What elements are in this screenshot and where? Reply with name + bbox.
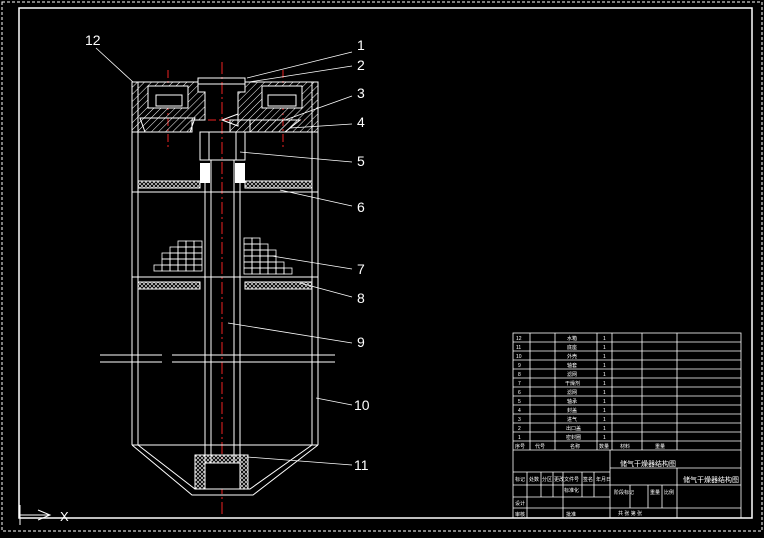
svg-text:轴承: 轴承 — [567, 398, 577, 405]
svg-text:批准: 批准 — [566, 511, 576, 518]
ucs-axis-icon — [19, 505, 52, 525]
svg-text:名称: 名称 — [570, 443, 580, 450]
callout-6: 6 — [357, 199, 365, 215]
svg-text:数量: 数量 — [599, 443, 609, 450]
svg-text:重量: 重量 — [650, 489, 660, 496]
svg-text:滤网: 滤网 — [567, 371, 577, 378]
svg-text:6: 6 — [518, 390, 521, 396]
svg-text:2: 2 — [518, 426, 521, 432]
filter-plate-lower — [132, 276, 318, 290]
svg-text:1: 1 — [603, 390, 606, 396]
callout-2: 2 — [357, 57, 365, 73]
svg-text:1: 1 — [603, 354, 606, 360]
svg-text:重量: 重量 — [655, 443, 665, 450]
svg-text:1: 1 — [603, 417, 606, 423]
svg-text:1: 1 — [603, 399, 606, 405]
svg-text:审核: 审核 — [515, 511, 525, 518]
svg-text:12: 12 — [516, 336, 522, 342]
desiccant-stack — [153, 237, 293, 275]
svg-text:标记: 标记 — [515, 476, 525, 483]
leader-lines — [95, 47, 353, 466]
svg-text:进气: 进气 — [567, 416, 577, 423]
inner-frame — [18, 7, 753, 519]
bearing-left — [200, 163, 210, 183]
svg-text:1: 1 — [603, 381, 606, 387]
central-tube — [204, 160, 241, 470]
svg-text:干燥剂: 干燥剂 — [565, 380, 580, 387]
callout-9: 9 — [357, 334, 365, 350]
svg-text:分区: 分区 — [542, 476, 552, 483]
vessel-shell — [131, 82, 319, 496]
svg-text:轴套: 轴套 — [567, 362, 577, 369]
svg-text:封盖: 封盖 — [567, 407, 577, 414]
svg-text:阶段标记: 阶段标记 — [614, 489, 634, 496]
svg-text:标准化: 标准化 — [564, 487, 579, 494]
svg-text:1: 1 — [603, 336, 606, 342]
callout-4: 4 — [357, 114, 365, 130]
base-plug — [194, 454, 249, 490]
filter-plate-upper — [132, 180, 318, 193]
section-break — [100, 354, 335, 363]
svg-text:5: 5 — [518, 399, 521, 405]
svg-text:代号: 代号 — [535, 443, 545, 450]
svg-text:1: 1 — [518, 435, 521, 441]
svg-text:1: 1 — [603, 345, 606, 351]
svg-text:序号: 序号 — [515, 443, 525, 450]
svg-text:年月日: 年月日 — [596, 476, 611, 483]
callout-1: 1 — [357, 37, 365, 53]
svg-text:签名: 签名 — [583, 476, 593, 483]
top-cap — [131, 77, 319, 133]
svg-text:密封圈: 密封圈 — [566, 434, 581, 441]
svg-text:11: 11 — [516, 345, 521, 351]
callout-3: 3 — [357, 85, 365, 101]
svg-text:水箱: 水箱 — [567, 335, 577, 342]
shaft-collar — [199, 131, 246, 161]
svg-text:滤网: 滤网 — [567, 389, 577, 396]
svg-text:8: 8 — [518, 372, 521, 378]
title-block-text: 储气干燥器结构图 储气干燥器结构图 标记 处数 分区 更改文件号 签名 年月日 … — [515, 459, 739, 518]
bearing-right — [235, 163, 245, 183]
drawing-title-right: 储气干燥器结构图 — [683, 475, 739, 484]
callouts: 1 2 3 4 5 6 7 8 9 10 11 12 — [85, 32, 370, 473]
svg-text:10: 10 — [516, 354, 522, 360]
callout-11: 11 — [354, 457, 369, 473]
callout-8: 8 — [357, 290, 365, 306]
svg-text:更改文件号: 更改文件号 — [554, 476, 579, 483]
svg-text:1: 1 — [603, 435, 606, 441]
drawing-title-mid: 储气干燥器结构图 — [620, 459, 676, 468]
title-block — [512, 332, 742, 519]
svg-text:共 张 第 张: 共 张 第 张 — [618, 510, 642, 517]
parts-list: 12 水箱 1 11 底座 1 10 外壳 1 9 轴套 1 8 滤网 1 7 … — [515, 335, 665, 450]
svg-text:1: 1 — [603, 363, 606, 369]
svg-text:出口盖: 出口盖 — [566, 425, 581, 432]
svg-text:1: 1 — [603, 426, 606, 432]
svg-text:处数: 处数 — [529, 476, 539, 483]
svg-text:1: 1 — [603, 372, 606, 378]
svg-text:材料: 材料 — [620, 443, 630, 450]
svg-text:1: 1 — [603, 408, 606, 414]
svg-text:底座: 底座 — [567, 344, 577, 351]
callout-7: 7 — [357, 261, 365, 277]
svg-text:7: 7 — [518, 381, 521, 387]
svg-text:4: 4 — [518, 408, 521, 414]
svg-text:3: 3 — [518, 417, 521, 423]
svg-text:比例: 比例 — [664, 489, 674, 496]
callout-10: 10 — [354, 397, 370, 413]
callout-12: 12 — [85, 32, 101, 48]
axis-x-label: X — [60, 509, 69, 524]
svg-text:设计: 设计 — [515, 500, 525, 507]
callout-5: 5 — [357, 153, 365, 169]
svg-text:外壳: 外壳 — [567, 353, 577, 360]
svg-text:9: 9 — [518, 363, 521, 369]
